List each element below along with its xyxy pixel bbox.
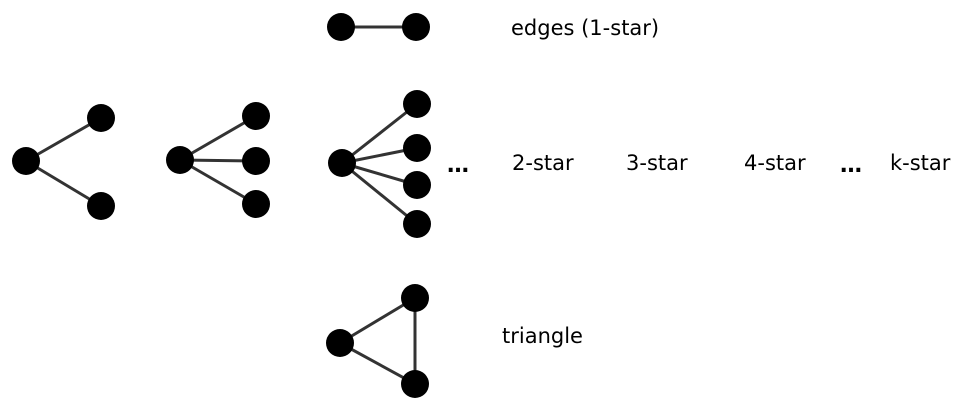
node — [242, 190, 270, 218]
node — [402, 13, 430, 41]
three-star-motif — [166, 102, 270, 218]
edge-line — [178, 114, 258, 162]
edges-label: edges (1-star) — [511, 16, 659, 40]
four-star-label: 4-star — [744, 151, 806, 175]
edge-line — [24, 116, 103, 163]
edge-line — [340, 161, 419, 226]
node — [87, 192, 115, 220]
two-star-motif — [12, 104, 115, 220]
node — [403, 171, 431, 199]
edge-line — [338, 296, 417, 345]
node — [327, 13, 355, 41]
edge-motif — [327, 13, 430, 41]
node — [403, 90, 431, 118]
node — [242, 147, 270, 175]
node — [242, 102, 270, 130]
four-star-motif — [328, 90, 431, 238]
node — [401, 284, 429, 312]
node — [326, 329, 354, 357]
edge-line — [178, 158, 258, 206]
node — [87, 104, 115, 132]
node — [403, 210, 431, 238]
center-node — [166, 146, 194, 174]
center-node — [12, 147, 40, 175]
edge-line — [338, 341, 417, 386]
edge-line — [24, 159, 103, 208]
node — [403, 134, 431, 162]
node — [401, 370, 429, 398]
edge-line — [340, 102, 419, 165]
center-node — [328, 149, 356, 177]
triangle-label: triangle — [502, 324, 583, 348]
ellipsis-left: … — [447, 153, 470, 178]
two-star-label: 2-star — [512, 151, 574, 175]
k-star-label: k-star — [890, 151, 951, 175]
three-star-label: 3-star — [626, 151, 688, 175]
ellipsis-right: … — [840, 153, 863, 178]
triangle-motif — [326, 284, 429, 398]
